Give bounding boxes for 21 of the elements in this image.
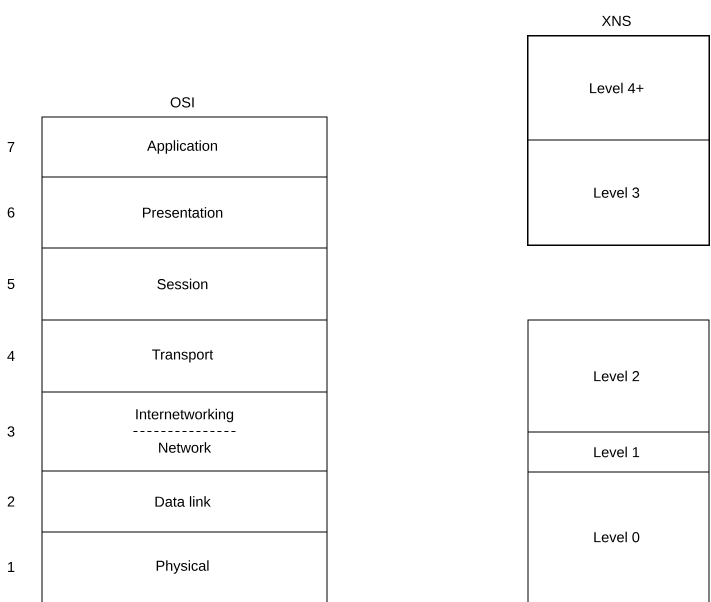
node-label: XNS (602, 16, 631, 26)
layer-number: 4 (7, 351, 15, 361)
layer-box: Session (42, 248, 328, 320)
layer-box: Transport (42, 320, 328, 392)
layer-box: Level 1 (528, 432, 710, 472)
layer-box: Level 0 (528, 472, 710, 602)
layer-box: Level 4+ (528, 36, 710, 140)
layer-box: Presentation (42, 176, 328, 248)
layer-number: 5 (8, 278, 14, 290)
layer-box: Physical (42, 532, 328, 602)
layer-number: 3 (8, 426, 14, 437)
layer-number: 2 (8, 496, 14, 507)
layer-box: Application (42, 116, 328, 178)
layer-box: Data link (42, 470, 328, 532)
layer-box: Internetworking Network (42, 392, 328, 472)
node-label: OSI (170, 97, 194, 108)
layer-box: Level 3 (528, 140, 710, 246)
layer-number: 1 (8, 562, 14, 572)
layer-number: 7 (8, 142, 14, 152)
layer-number: 6 (8, 207, 14, 218)
layer-box: Level 2 (528, 320, 710, 432)
